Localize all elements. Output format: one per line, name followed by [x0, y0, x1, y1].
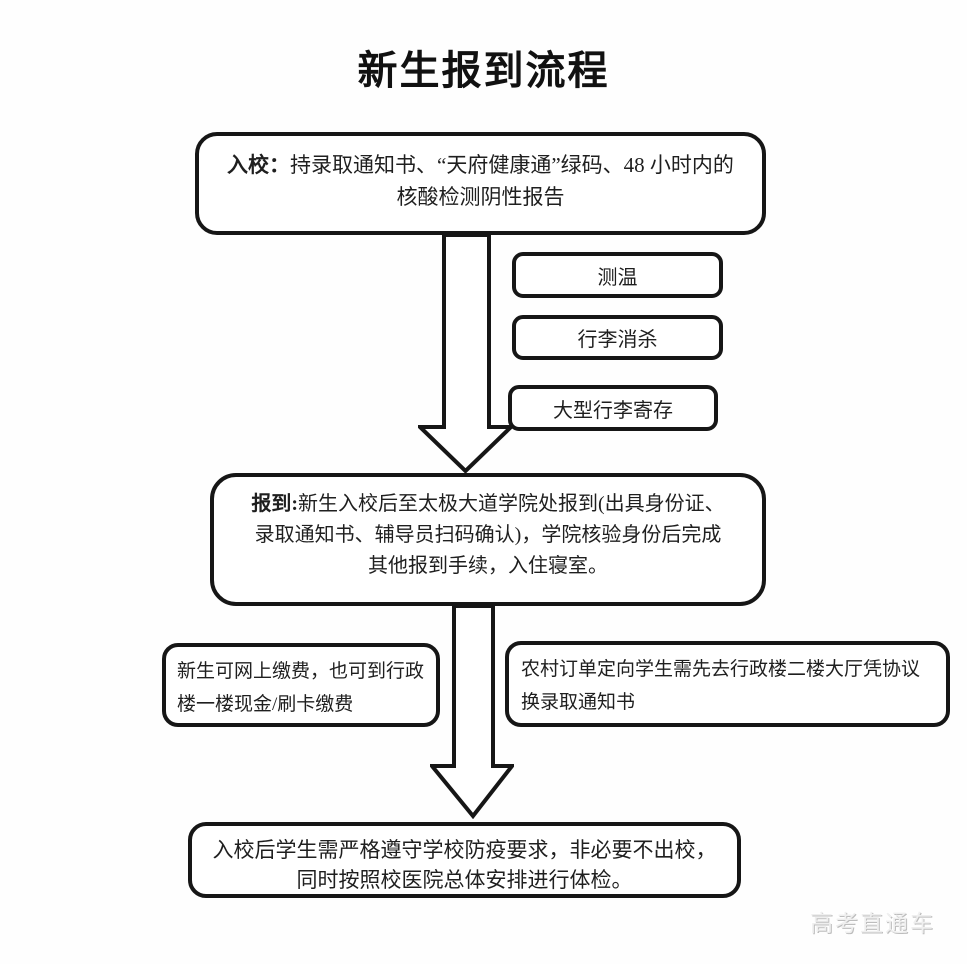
luggage-disinfection-text: 行李消杀: [577, 329, 658, 351]
flow-arrow-down-1: [418, 233, 514, 473]
entry-box-label: 入校：: [227, 153, 291, 177]
page-title: 新生报到流程: [357, 48, 610, 93]
rural-students-box-text: 农村订单定向学生需先去行政楼二楼大厅凭协议 换录取通知书: [521, 659, 921, 713]
flow-box-large-luggage-storage: 大型行李寄存: [508, 385, 718, 431]
down-arrow-icon: [430, 604, 514, 819]
large-luggage-storage-text: 大型行李寄存: [553, 399, 673, 422]
flow-arrow-down-2: [430, 604, 514, 819]
final-notice-text: 入校后学生需严格遵守学校防疫要求，非必要不出校， 同时按照校医院总体安排进行体检…: [212, 838, 717, 892]
flow-box-rural-students: 农村订单定向学生需先去行政楼二楼大厅凭协议 换录取通知书: [505, 641, 950, 727]
entry-box-paragraph: 入校：持录取通知书、“天府健康通”绿码、48 小时内的 核酸检测阴性报告: [221, 149, 740, 213]
watermark: 高考直通车: [810, 911, 935, 936]
register-box-label: 报到:: [251, 493, 298, 515]
temperature-check-text: 测温: [597, 266, 638, 289]
register-box-paragraph: 报到:新生入校后至太极大道学院处报到(出具身份证、 录取通知书、辅导员扫码确认)…: [230, 489, 746, 582]
down-arrow-icon: [418, 233, 514, 473]
flow-box-entry: 入校：持录取通知书、“天府健康通”绿码、48 小时内的 核酸检测阴性报告: [195, 132, 766, 235]
flow-box-register: 报到:新生入校后至太极大道学院处报到(出具身份证、 录取通知书、辅导员扫码确认)…: [210, 473, 766, 606]
flow-box-temperature-check: 测温: [512, 252, 723, 298]
flow-box-payment: 新生可网上缴费，也可到行政 楼一楼现金/刷卡缴费: [162, 643, 440, 727]
entry-box-text: 持录取通知书、“天府健康通”绿码、48 小时内的 核酸检测阴性报告: [290, 153, 734, 209]
payment-box-text: 新生可网上缴费，也可到行政 楼一楼现金/刷卡缴费: [177, 661, 425, 715]
flow-box-final-notice: 入校后学生需严格遵守学校防疫要求，非必要不出校， 同时按照校医院总体安排进行体检…: [188, 822, 741, 898]
flow-box-luggage-disinfection: 行李消杀: [512, 315, 723, 360]
register-box-text: 新生入校后至太极大道学院处报到(出具身份证、 录取通知书、辅导员扫码确认)，学院…: [254, 493, 725, 577]
